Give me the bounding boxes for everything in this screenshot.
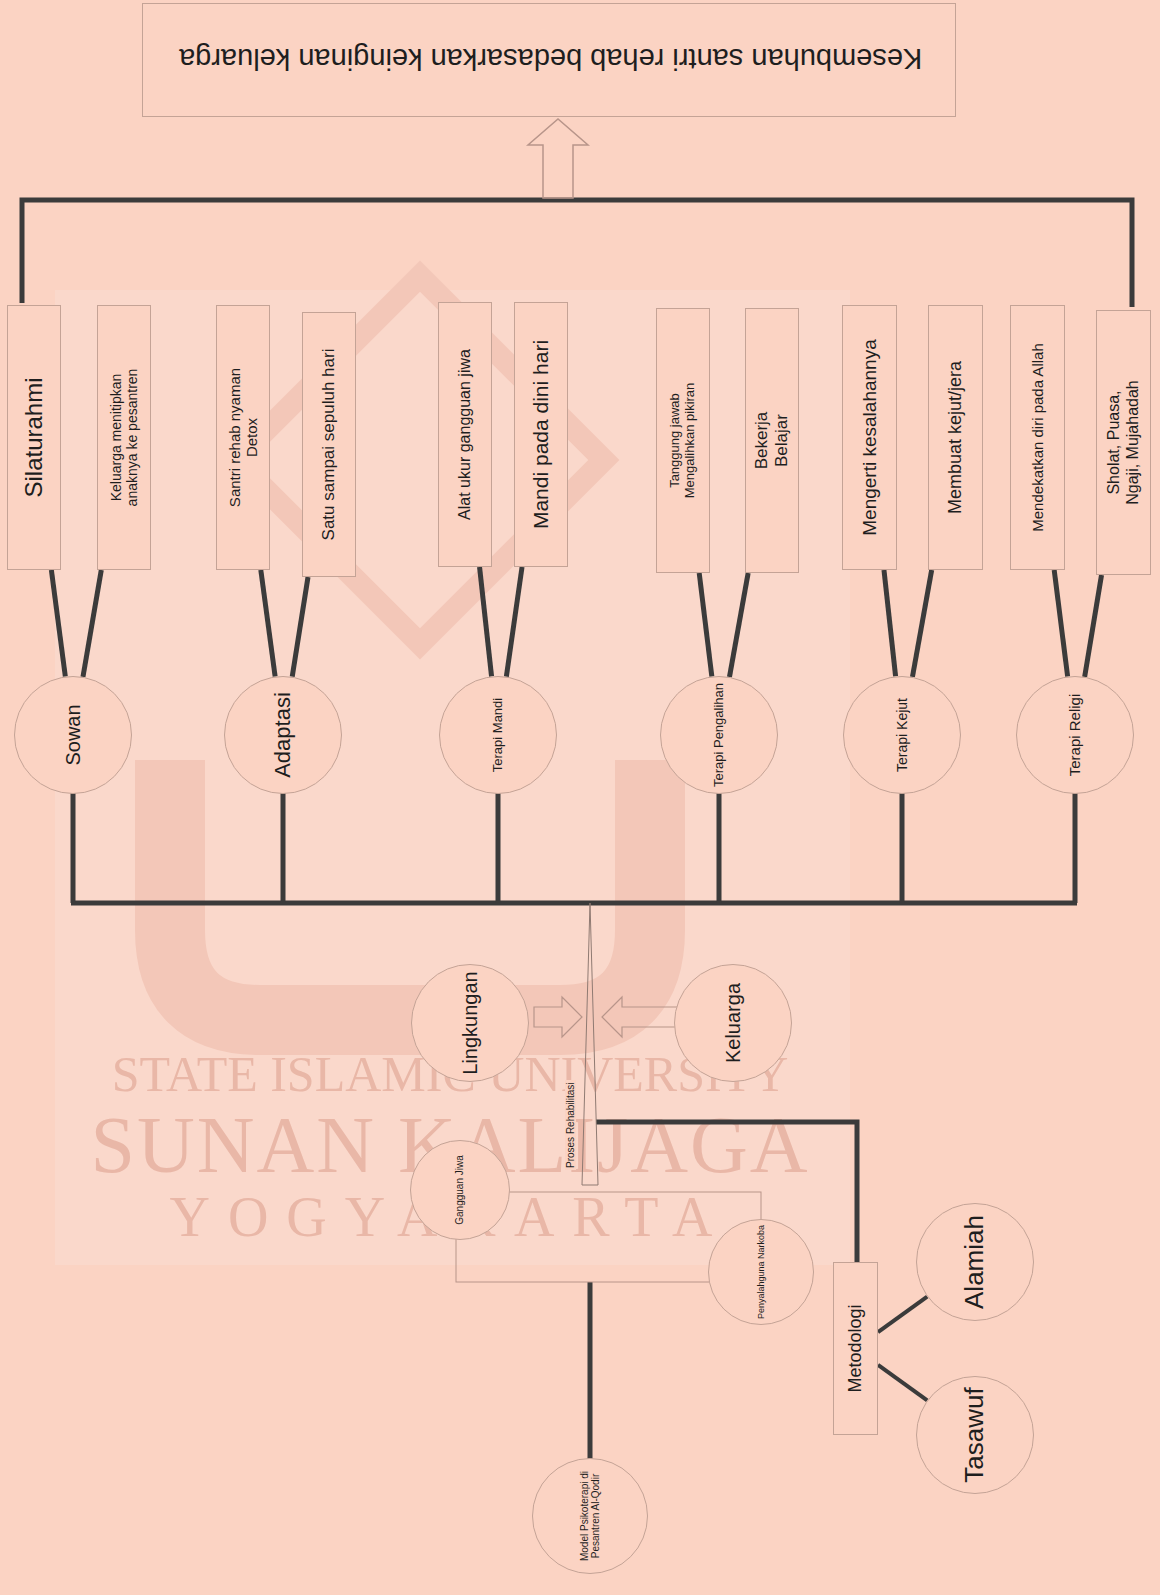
- box-label: Sholat, Puasa, Ngaji, Mujahadah: [1105, 373, 1142, 513]
- concept-circle: Keluarga: [674, 964, 792, 1082]
- branch-line: [83, 570, 101, 677]
- branch-line: [884, 570, 896, 676]
- detail-box: Bekerja Belajar: [745, 308, 799, 573]
- detail-box: Santri rehab nyaman Detox: [216, 305, 270, 570]
- branch-line: [1085, 575, 1102, 677]
- detail-box: Silaturahmi: [7, 305, 61, 570]
- circle-label: Penyalahguna Narkoba: [756, 1225, 766, 1319]
- concept-circle: Penyalahguna Narkoba: [708, 1219, 815, 1326]
- result-box: Kesembuhan santri rehab bedasarkan keing…: [142, 3, 956, 117]
- branch-line: [480, 567, 492, 676]
- model-stem: [588, 1282, 593, 1465]
- watermark-ornament: [236, 276, 604, 644]
- branch-line: [699, 573, 712, 676]
- process-spike: [582, 903, 598, 1185]
- concept-circle: Adaptasi: [224, 676, 342, 794]
- branch-line: [506, 567, 522, 677]
- result-text: Kesembuhan santri rehab bedasarkan keing…: [179, 42, 922, 75]
- concept-circle: Terapi Pengalihan: [660, 676, 778, 794]
- box-label: Alat ukur gangguan jiwa: [456, 349, 474, 520]
- concept-circle: Lingkungan: [411, 964, 529, 1082]
- branch-line: [912, 570, 931, 677]
- concept-circle: Tasawuf: [916, 1376, 1034, 1494]
- detail-box: Tanggung jawab Mengalihkan pikiran: [656, 308, 710, 573]
- circle-label: Gangguan Jiwa: [454, 1155, 466, 1225]
- concept-circle: Terapi Religi: [1016, 676, 1134, 794]
- concept-circle: Alamiah: [916, 1203, 1034, 1321]
- detail-box: Keluarga menitipkan anaknya ke pesantren: [97, 305, 151, 570]
- watermark-logo: [170, 760, 650, 1020]
- circle-label: Sowan: [62, 704, 85, 765]
- box-label: Mengerti kesalahannya: [859, 339, 881, 535]
- box-label: Mandi pada dini hari: [529, 340, 553, 529]
- concept-circle: Sowan: [14, 676, 132, 794]
- concept-circle: Gangguan Jiwa: [410, 1140, 510, 1240]
- circle-label: Terapi Mandi: [491, 698, 506, 772]
- detail-box: Mandi pada dini hari: [514, 302, 568, 567]
- therapy-bus: [71, 901, 1077, 906]
- branch-line: [878, 1365, 927, 1401]
- circle-label: Tasawuf: [960, 1387, 990, 1482]
- box-label: Silaturahmi: [20, 377, 48, 497]
- circle-label: Terapi Pengalihan: [712, 683, 727, 787]
- circle-label: Terapi Kejut: [894, 698, 910, 772]
- box-label: Keluarga menitipkan anaknya ke pesantren: [108, 358, 140, 518]
- box-label: Satu sampai sepuluh hari: [319, 349, 339, 541]
- hollow-arrow: [534, 997, 582, 1037]
- circle-label: Keluarga: [722, 983, 745, 1063]
- box-label: Santri rehab nyaman Detox: [226, 358, 261, 518]
- detail-box: Sholat, Puasa, Ngaji, Mujahadah: [1096, 310, 1151, 575]
- circle-label: Terapi Religi: [1066, 694, 1083, 777]
- branch-line: [1054, 570, 1067, 676]
- branch-line: [878, 1297, 927, 1333]
- box-label: Membuat kejut/jera: [945, 361, 966, 514]
- circle-label: Model Psikoterapi di Pesantren Al-Qodir: [579, 1470, 602, 1562]
- branch-line: [51, 570, 65, 677]
- circle-label: Lingkungan: [459, 971, 482, 1074]
- hollow-arrow: [528, 119, 588, 198]
- process-label: Proses Rehabilitasi: [565, 1080, 576, 1170]
- detail-box: Mengerti kesalahannya: [842, 305, 897, 570]
- concept-circle: Model Psikoterapi di Pesantren Al-Qodir: [532, 1458, 648, 1574]
- concept-circle: Terapi Kejut: [843, 676, 961, 794]
- detail-box: Satu sampai sepuluh hari: [302, 312, 356, 577]
- detail-box: Membuat kejut/jera: [928, 305, 983, 570]
- box-label: Mendekatkan diri pada Allah: [1029, 343, 1046, 531]
- hollow-arrow: [602, 997, 680, 1037]
- concept-circle: Terapi Mandi: [439, 676, 557, 794]
- detail-box: Metodologi: [833, 1262, 878, 1435]
- box-label: Bekerja Belajar: [752, 403, 791, 478]
- branch-line: [261, 570, 275, 677]
- detail-box: Alat ukur gangguan jiwa: [438, 302, 492, 567]
- top-bracket: [22, 200, 1132, 307]
- box-label: Tanggung jawab Mengalihkan pikiran: [668, 366, 698, 516]
- circle-label: Alamiah: [960, 1215, 990, 1309]
- branch-line: [292, 577, 308, 677]
- circle-label: Adaptasi: [270, 692, 295, 778]
- branch-line: [729, 573, 748, 677]
- box-label: Metodologi: [845, 1304, 866, 1392]
- detail-box: Mendekatkan diri pada Allah: [1010, 305, 1065, 570]
